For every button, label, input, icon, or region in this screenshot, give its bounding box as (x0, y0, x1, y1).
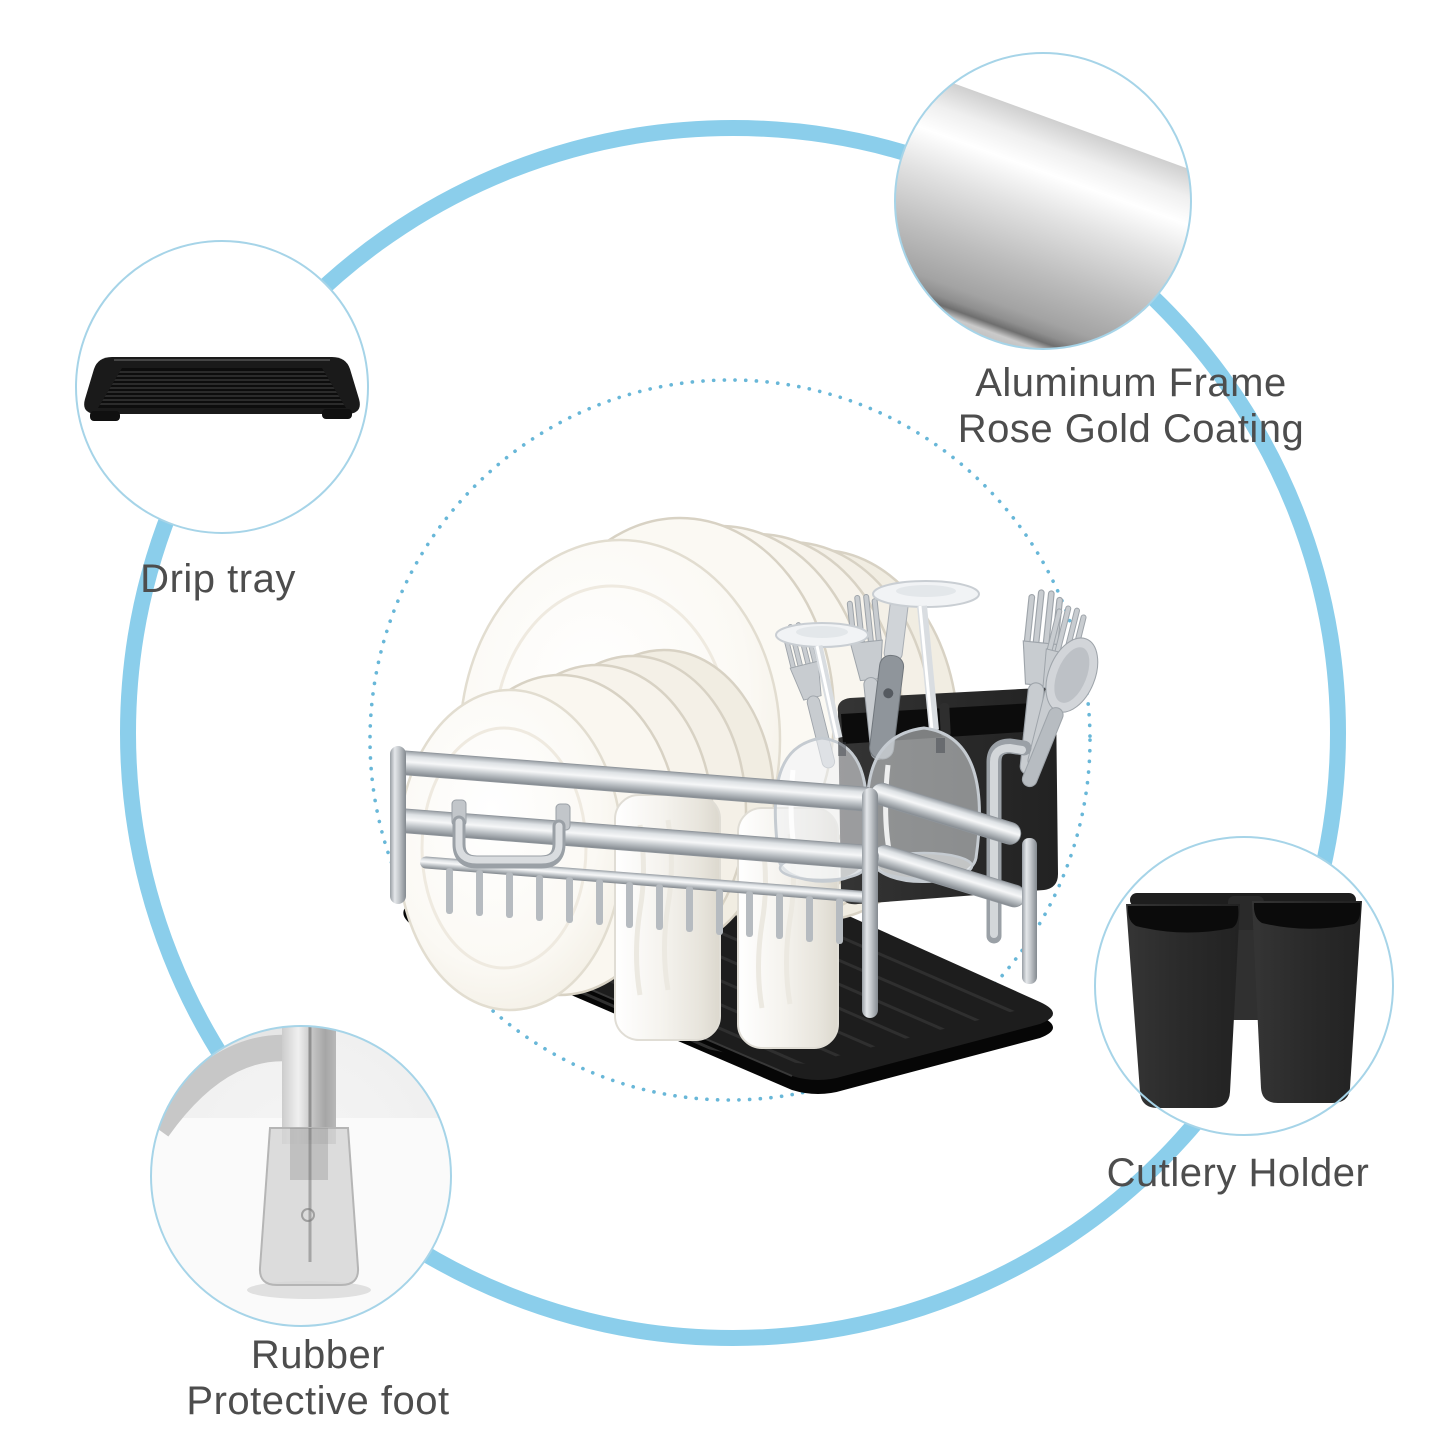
rubber-foot-image (151, 1026, 451, 1326)
callout-label-rubber-foot: Rubber Protective foot (186, 1332, 449, 1424)
rack-frame (390, 738, 1037, 1018)
callout-label-rubber-foot-line2: Protective foot (186, 1379, 450, 1423)
rack-handle (451, 799, 571, 869)
callout-label-cutlery-holder: Cutlery Holder (1106, 1151, 1370, 1195)
dotted-circle (368, 378, 1092, 1102)
drip-tray-image (84, 357, 360, 421)
callout-label-drip-tray: Drip tray (140, 557, 296, 601)
callout-label-aluminum-frame-line1: Aluminum Frame (975, 361, 1287, 405)
aluminum-frame-photo (894, 52, 1192, 350)
cutlery-holder-photo (1094, 836, 1394, 1136)
callout-label-aluminum-frame-line2: Rose Gold Coating (957, 407, 1305, 451)
cutlery-holder-image (1126, 893, 1362, 1108)
rubber-foot-photo (150, 1025, 452, 1327)
callout-label-rubber-foot-line1: Rubber (250, 1333, 386, 1377)
dish-rack-product-image (390, 516, 1109, 1094)
callout-label-aluminum-frame: Aluminum Frame Rose Gold Coating (958, 360, 1304, 452)
aluminum-frame-closeup-image (895, 53, 1191, 349)
connector-ring (120, 120, 1346, 1346)
drip-tray-photo (75, 240, 369, 534)
